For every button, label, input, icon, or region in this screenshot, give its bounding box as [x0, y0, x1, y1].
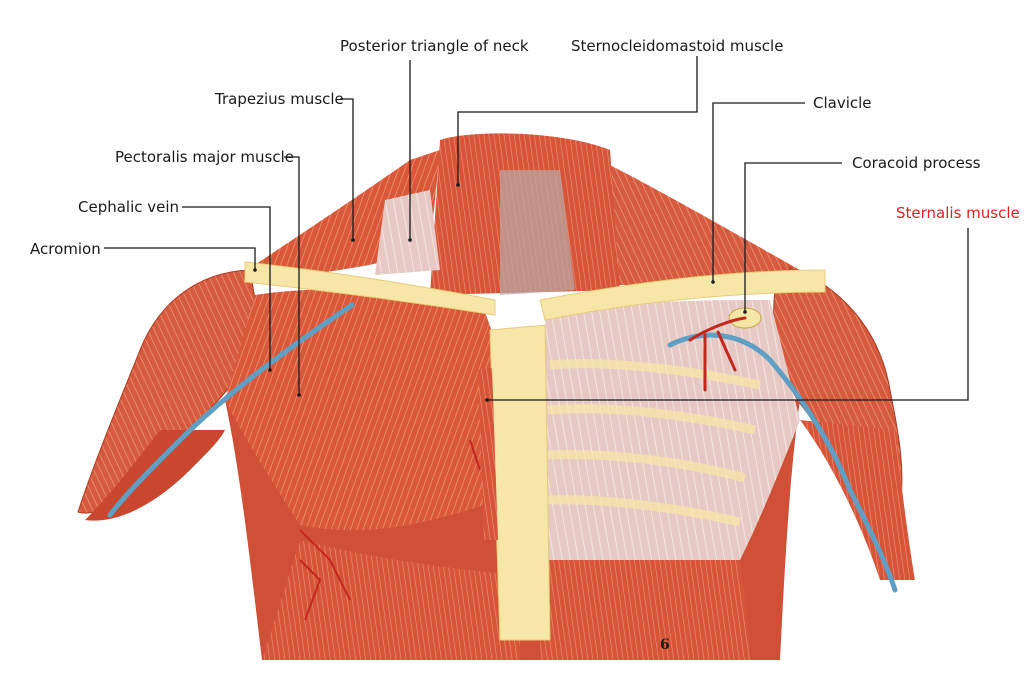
left-pectoralis-shape [225, 288, 500, 531]
label-sternocleidomastoid: Sternocleidomastoid muscle [571, 37, 784, 55]
abdomen-right-shape [540, 560, 750, 660]
sternum-shape [489, 324, 551, 641]
label-trapezius: Trapezius muscle [215, 90, 344, 108]
label-sternalis-muscle: Sternalis muscle [896, 204, 1020, 222]
leader-cephalic-vein [182, 206, 271, 370]
label-pectoralis-major: Pectoralis major muscle [115, 148, 294, 166]
leader-sternocleidomastoid [457, 56, 698, 185]
leader-endpoints [253, 183, 747, 402]
left-cephalic-vein-shape [107, 302, 355, 518]
label-acromion: Acromion [30, 240, 101, 258]
label-clavicle: Clavicle [813, 94, 872, 112]
right-vein-shape [667, 332, 898, 593]
left-arm-shape [85, 430, 225, 521]
posterior-triangle-shape [375, 190, 440, 275]
small-arteries [299, 439, 481, 621]
neck-deep-shape [500, 170, 575, 295]
leader-sternalis [487, 228, 969, 401]
left-clavicle-shape [244, 261, 496, 316]
leader-coracoid [744, 162, 842, 312]
leader-clavicle [712, 102, 805, 282]
leader-lines [104, 56, 969, 401]
right-trapezius-shape [600, 160, 800, 285]
label-coracoid-process: Coracoid process [852, 154, 981, 172]
label-cephalic-vein: Cephalic vein [78, 198, 180, 216]
leader-pectoralis [284, 156, 300, 395]
abdomen-shape [262, 540, 520, 660]
ribs [547, 359, 761, 527]
right-artery-shape [688, 316, 747, 392]
sternalis-shape [478, 368, 498, 540]
leader-acromion [104, 247, 256, 270]
label-posterior-triangle: Posterior triangle of neck [340, 37, 529, 55]
page-number: 6 [660, 637, 670, 653]
right-clavicle-shape [539, 269, 826, 321]
leader-trapezius [340, 98, 354, 240]
